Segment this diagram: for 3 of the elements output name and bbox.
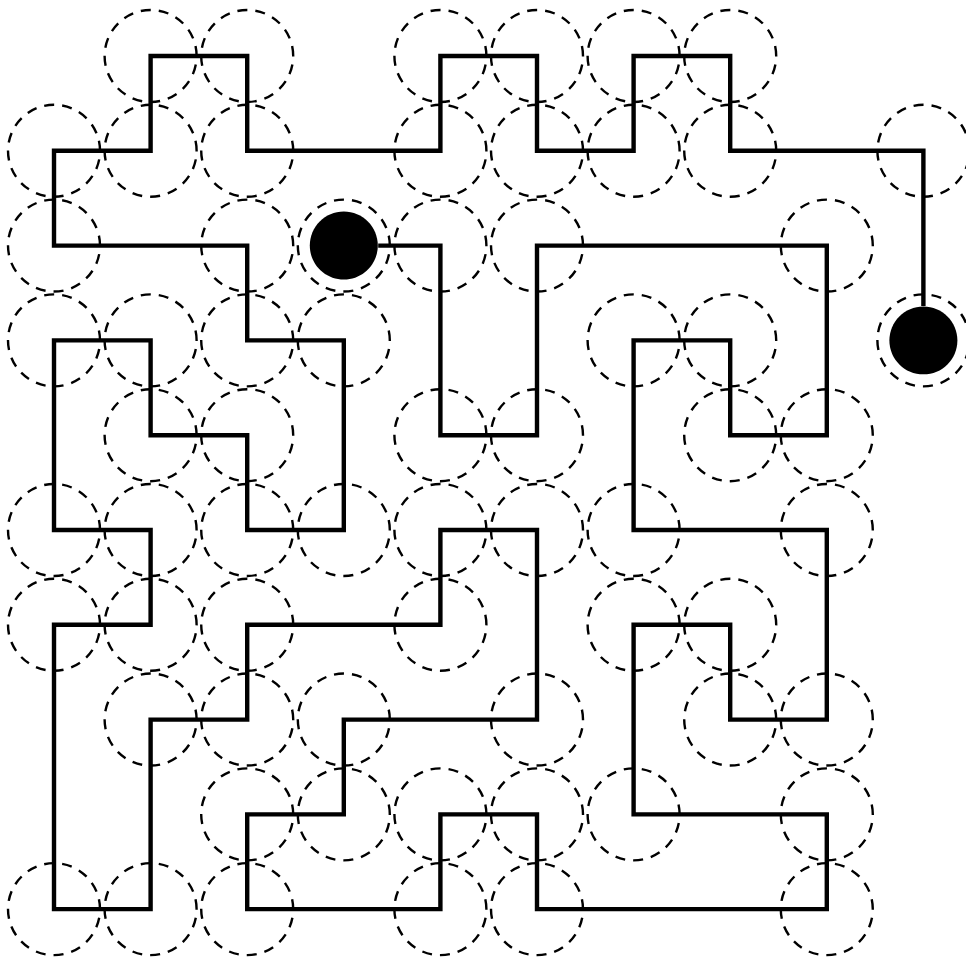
endpoint-dot: [309, 211, 378, 280]
path-line: [51, 53, 926, 912]
endpoint-dot: [889, 306, 958, 375]
